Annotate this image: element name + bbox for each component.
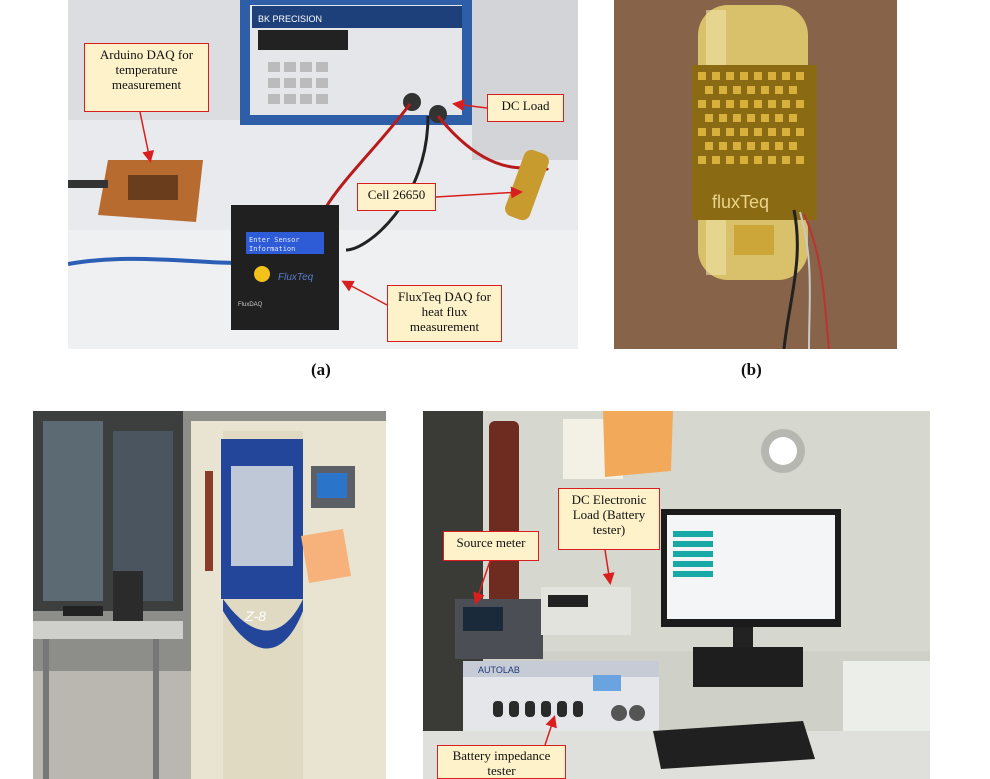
lcd-line-2: Information: [249, 245, 295, 253]
autolab-brand-text: AUTOLAB: [478, 665, 520, 675]
callout-source-meter: Source meter: [443, 531, 539, 561]
callout-battery-impedance-tester: Battery impedance tester: [437, 745, 566, 779]
callout-dc-electronic-load: DC Electronic Load (Battery tester): [558, 488, 660, 550]
caption-b: (b): [741, 360, 762, 379]
brand-precision-text: BK PRECISION: [258, 14, 322, 24]
brand-fluxdaq-text: FluxDAQ: [238, 302, 263, 308]
photo-b-heat-flux-sensor-on-cell: fluxTeq: [614, 0, 897, 349]
photo-a-experimental-setup: BK PRECISION Enter Sensor Information Fl…: [68, 0, 578, 349]
callout-arduino-daq: Arduino DAQ for temperature measurement: [84, 43, 209, 112]
sensor-brand-text: fluxTeq: [712, 192, 769, 212]
photo-d-battery-test-bench: AUTOLAB: [423, 411, 930, 779]
chamber-brand-text: Z-8: [244, 608, 266, 624]
callout-dc-load: DC Load: [487, 94, 564, 122]
photo-c-climatic-chamber: Z-8: [33, 411, 386, 779]
caption-a: (a): [311, 360, 331, 379]
lcd-line-1: Enter Sensor: [249, 236, 300, 244]
callout-fluxteq-daq: FluxTeq DAQ for heat flux measurement: [387, 285, 502, 342]
brand-fluxteq-text: FluxTeq: [278, 272, 314, 283]
callout-cell-26650: Cell 26650: [357, 183, 436, 211]
